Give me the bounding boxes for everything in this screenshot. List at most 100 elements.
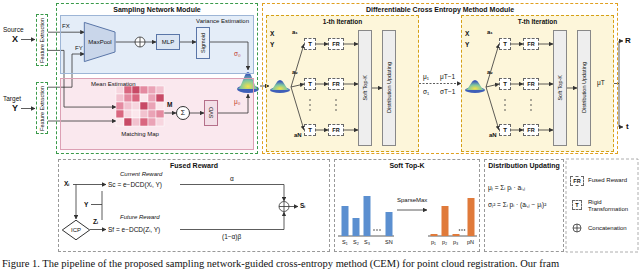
text-label: a₁ — [292, 29, 298, 36]
label-holder: a₂ — [292, 69, 298, 76]
flow-arrow — [511, 44, 523, 45]
label-holder: S₁ — [342, 239, 348, 245]
text-label: p₁ — [431, 239, 436, 245]
label-holder: S₂ — [353, 239, 359, 245]
node-label: MLP — [162, 39, 174, 46]
text-label: p₂ — [442, 239, 447, 245]
text-label: a₁ — [487, 29, 493, 36]
text-label: μT — [597, 79, 605, 86]
iteration-panel: T-th IterationTTTFRFRFRSoft Top-KDistrib… — [461, 15, 614, 152]
text-label: p₃ — [453, 239, 458, 245]
label-holder: X — [465, 30, 469, 37]
node-label: Distribution Updating — [386, 62, 392, 113]
label-holder: SparseMax — [397, 197, 427, 204]
text-label: SparseMax — [397, 197, 427, 204]
node-label: T — [308, 41, 312, 48]
estimation-region: Variance EstimationMaxPoolMLPSigmoid — [60, 15, 254, 74]
update-box: Distribution Updating — [577, 30, 591, 146]
label-holder: S₃ — [364, 239, 370, 245]
label-holder: Target — [3, 95, 21, 102]
label-holder: M — [167, 101, 172, 108]
label-holder: σ₁ — [423, 88, 429, 95]
node-label: Feature Extraction — [39, 18, 45, 63]
iteration-panel: 1-th IterationTTTFRFRFRSoft Top-KDistrib… — [266, 15, 419, 152]
text-label: σ₁ — [423, 88, 429, 95]
wires — [21, 40, 623, 237]
detail-panel: Soft Top-K — [334, 159, 480, 252]
detail-panel: Fused RewardICP — [58, 159, 330, 252]
label-holder: a₂ — [487, 69, 493, 76]
figure-caption: Figure 1. The pipeline of the proposed s… — [2, 258, 559, 270]
topk-box: Soft Top-K — [553, 30, 567, 146]
formula: σⱼ² = Σᵢ pᵢ · (aᵢ,ⱼ − μⱼ)² — [488, 201, 546, 208]
label-holder: Y — [270, 41, 274, 48]
transform-box: T — [304, 124, 316, 136]
text-label: S₃ — [364, 239, 370, 245]
node-label: SVD — [208, 107, 214, 118]
text-label: μT−1 — [440, 73, 455, 80]
text-label: (1−α)β — [222, 233, 241, 240]
panel-fill — [461, 15, 614, 152]
flow-arrow — [164, 113, 176, 114]
text-label: σT−1 — [440, 88, 455, 95]
label-holder: Source — [3, 26, 24, 33]
text-label: Target — [3, 95, 21, 102]
label-holder: aN — [294, 132, 302, 139]
node-label: T-th Iteration — [518, 18, 557, 25]
node-label: ICP — [71, 227, 81, 234]
text-label: S₁ — [342, 239, 348, 245]
node-label: Mean Estimation — [91, 81, 136, 88]
text-label: t — [626, 123, 629, 132]
flow-arrow — [419, 83, 461, 84]
sum-circle: Σ — [176, 106, 190, 120]
flow-arrow — [344, 84, 358, 85]
transform-box: T — [499, 78, 511, 90]
transform-box: T — [304, 78, 316, 90]
formula: μⱼ = Σᵢ pᵢ · aᵢ,ⱼ — [488, 184, 525, 191]
node-label: MaxPool — [88, 39, 111, 46]
label-holder: SN — [385, 239, 393, 245]
svd-box: SVD — [204, 100, 218, 126]
text-label: Y — [12, 104, 18, 114]
text-label: X — [270, 30, 274, 37]
label-holder: Concatenation — [588, 225, 636, 232]
sigmoid-box: Sigmoid — [196, 27, 210, 59]
mean-fill — [60, 78, 254, 150]
node-label: FR — [527, 127, 534, 133]
label-holder: Y — [12, 104, 18, 114]
reward-box: FR — [523, 38, 539, 50]
text-label: Sᵢ — [300, 202, 305, 209]
flow-arrow — [48, 54, 84, 87]
node-label: Matching Map — [121, 131, 159, 138]
variance-fill — [60, 15, 254, 74]
text-label: Sf = e−DCD(Zᵢ, Y) — [108, 226, 160, 233]
label-holder: Sf = e−DCD(Zᵢ, Y) — [108, 226, 160, 233]
text-label: aN — [489, 132, 497, 139]
label-holder: Y — [465, 41, 469, 48]
label-holder: μ₁ — [423, 73, 429, 80]
text-label: Y — [465, 41, 469, 48]
text-label: Source — [3, 26, 24, 33]
legend-sample: T — [572, 200, 582, 210]
estimation-region: Mean EstimationMatching Map Σ SVD — [60, 78, 254, 150]
label-holder: Figure 1. The pipeline of the proposed s… — [2, 258, 559, 270]
text-label: Zᵢ — [93, 218, 98, 225]
flow-arrow — [316, 44, 328, 45]
text-label: T — [575, 202, 578, 208]
label-holder: σT−1 — [440, 88, 455, 95]
reward-box: FR — [328, 38, 344, 50]
topk-box: Soft Top-K — [358, 30, 372, 146]
text-label: Sc = e−DCD(Xᵢ, Y) — [108, 181, 162, 188]
label-holder: Future Reward — [120, 214, 160, 221]
node-label: T — [503, 41, 507, 48]
label-holder: (1−α)β — [222, 233, 241, 240]
label-holder: X — [270, 30, 274, 37]
flow-arrow — [344, 44, 358, 45]
feature-extraction-box: Feature Extraction — [36, 14, 48, 66]
label-holder: Current Reward — [120, 171, 162, 178]
text-label: M — [167, 101, 172, 108]
flow-arrow — [344, 130, 358, 131]
text-label: μ₁ — [423, 73, 429, 80]
label-holder: μT — [597, 79, 605, 86]
text-label: X — [12, 35, 18, 45]
